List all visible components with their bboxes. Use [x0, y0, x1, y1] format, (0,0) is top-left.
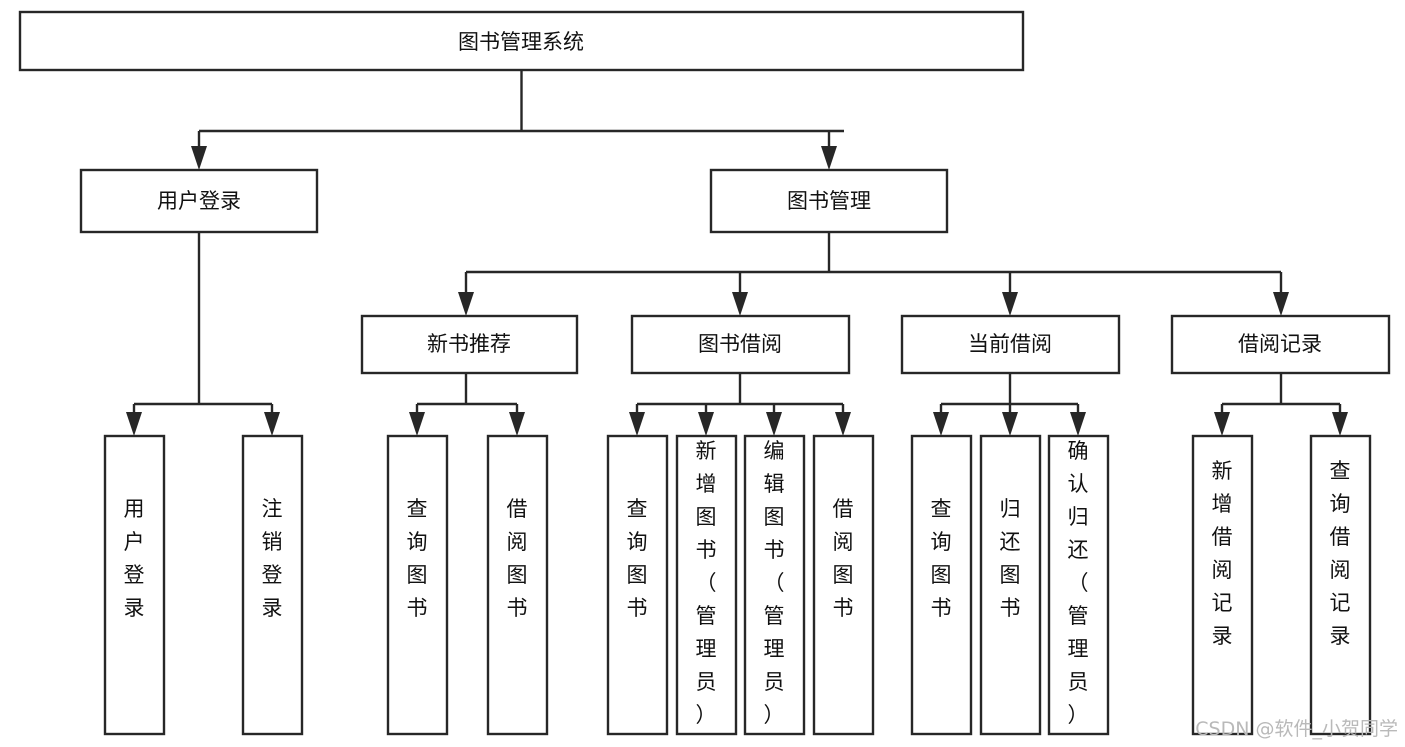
node-new-book-recommend-label: 新书推荐	[427, 332, 511, 356]
arrowhead-user-login	[191, 146, 207, 170]
arrowhead-leaf-borrow-book-1	[509, 412, 525, 436]
node-leaf-query-book-1-label: 查询图书	[407, 497, 428, 620]
node-root[interactable]: 图书管理系统	[18, 10, 1025, 72]
node-book-borrow-label: 图书借阅	[698, 332, 782, 356]
node-leaf-user-logout-label: 注销登录	[262, 497, 283, 620]
arrowhead-book-management	[821, 146, 837, 170]
node-leaf-borrow-book-1[interactable]: 借阅图书	[486, 434, 549, 736]
arrowhead-borrow-record	[1273, 292, 1289, 316]
arrowhead-leaf-query-record	[1332, 412, 1348, 436]
node-user-login-label: 用户登录	[157, 189, 241, 213]
node-leaf-query-record[interactable]: 查询借阅记录	[1309, 434, 1372, 736]
node-leaf-add-book-box[interactable]	[675, 434, 738, 736]
watermark-label: CSDN @软件_小贺同学	[1195, 718, 1398, 740]
node-new-book-recommend-box[interactable]	[360, 314, 579, 375]
node-leaf-edit-book[interactable]: 编辑图书（管理员）	[743, 434, 806, 736]
arrowhead-leaf-return-book	[1002, 412, 1018, 436]
connector-group-book-management	[458, 232, 1289, 316]
connector-group-borrow-record	[1214, 373, 1348, 436]
node-leaf-borrow-book-1-box[interactable]	[486, 434, 549, 736]
node-leaf-query-book-3[interactable]: 查询图书	[910, 434, 973, 736]
node-leaf-user-logout[interactable]: 注销登录	[241, 434, 304, 736]
node-leaf-return-book-box[interactable]	[979, 434, 1042, 736]
node-root-label: 图书管理系统	[458, 30, 584, 54]
arrowhead-leaf-edit-book	[766, 412, 782, 436]
node-leaf-borrow-book-2-label: 借阅图书	[833, 497, 854, 620]
node-leaf-user-login-box[interactable]	[103, 434, 166, 736]
node-leaf-confirm-return-label: 确认归还（管理员）	[1068, 439, 1089, 727]
connector-group-current-borrow	[933, 373, 1086, 436]
node-book-borrow[interactable]: 图书借阅	[630, 314, 851, 375]
node-leaf-edit-book-label: 编辑图书（管理员）	[764, 439, 785, 727]
node-leaf-user-login[interactable]: 用户登录	[103, 434, 166, 736]
node-leaf-add-book[interactable]: 新增图书（管理员）	[675, 434, 738, 736]
connector-group-new-book-recommend	[409, 373, 525, 436]
node-leaf-query-book-1-box[interactable]	[386, 434, 449, 736]
node-leaf-query-book-3-box[interactable]	[910, 434, 973, 736]
arrowhead-book-borrow	[732, 292, 748, 316]
node-borrow-record-label: 借阅记录	[1238, 332, 1322, 356]
node-leaf-borrow-book-1-label: 借阅图书	[507, 497, 528, 620]
node-leaf-return-book[interactable]: 归还图书	[979, 434, 1042, 736]
node-leaf-query-book-1[interactable]: 查询图书	[386, 434, 449, 736]
node-borrow-record[interactable]: 借阅记录	[1170, 314, 1391, 375]
arrowhead-leaf-user-login	[126, 412, 142, 436]
node-leaf-query-book-2[interactable]: 查询图书	[606, 434, 669, 736]
node-book-borrow-box[interactable]	[630, 314, 851, 375]
node-leaf-user-login-label: 用户登录	[124, 497, 145, 620]
arrowhead-current-borrow	[1002, 292, 1018, 316]
node-current-borrow[interactable]: 当前借阅	[900, 314, 1121, 375]
node-user-login-box[interactable]	[79, 168, 319, 234]
node-leaf-query-record-label: 查询借阅记录	[1330, 459, 1351, 648]
node-leaf-confirm-return[interactable]: 确认归还（管理员）	[1047, 434, 1110, 736]
node-leaf-return-book-label: 归还图书	[1000, 497, 1021, 620]
arrowhead-leaf-add-book	[698, 412, 714, 436]
node-leaf-edit-book-box[interactable]	[743, 434, 806, 736]
node-current-borrow-label: 当前借阅	[968, 332, 1052, 356]
connector-group-book-borrow	[629, 373, 851, 436]
node-leaf-borrow-book-2-box[interactable]	[812, 434, 875, 736]
connector-group-user-login	[126, 232, 280, 436]
arrowhead-leaf-query-book-2	[629, 412, 645, 436]
node-leaf-add-record[interactable]: 新增借阅记录	[1191, 434, 1254, 736]
node-book-management[interactable]: 图书管理	[709, 168, 949, 234]
node-leaf-query-book-2-box[interactable]	[606, 434, 669, 736]
arrowhead-leaf-query-book-3	[933, 412, 949, 436]
node-root-box[interactable]	[18, 10, 1025, 72]
node-user-login[interactable]: 用户登录	[79, 168, 319, 234]
arrowhead-new-book-recommend	[458, 292, 474, 316]
node-leaf-user-logout-box[interactable]	[241, 434, 304, 736]
arrowhead-leaf-add-record	[1214, 412, 1230, 436]
node-book-management-label: 图书管理	[787, 189, 871, 213]
node-leaf-add-record-box[interactable]	[1191, 434, 1254, 736]
node-leaf-query-book-3-label: 查询图书	[931, 497, 952, 620]
arrowhead-leaf-user-logout	[264, 412, 280, 436]
connector-group-root	[191, 70, 844, 170]
node-leaf-query-record-box[interactable]	[1309, 434, 1372, 736]
node-book-management-box[interactable]	[709, 168, 949, 234]
node-leaf-add-book-label: 新增图书（管理员）	[696, 439, 717, 727]
node-leaf-borrow-book-2[interactable]: 借阅图书	[812, 434, 875, 736]
node-leaf-confirm-return-box[interactable]	[1047, 434, 1110, 736]
node-leaf-query-book-2-label: 查询图书	[627, 497, 648, 620]
arrowhead-leaf-confirm-return	[1070, 412, 1086, 436]
arrowhead-leaf-borrow-book-2	[835, 412, 851, 436]
node-leaf-add-record-label: 新增借阅记录	[1212, 459, 1233, 648]
node-new-book-recommend[interactable]: 新书推荐	[360, 314, 579, 375]
node-borrow-record-box[interactable]	[1170, 314, 1391, 375]
node-current-borrow-box[interactable]	[900, 314, 1121, 375]
arrowhead-leaf-query-book-1	[409, 412, 425, 436]
